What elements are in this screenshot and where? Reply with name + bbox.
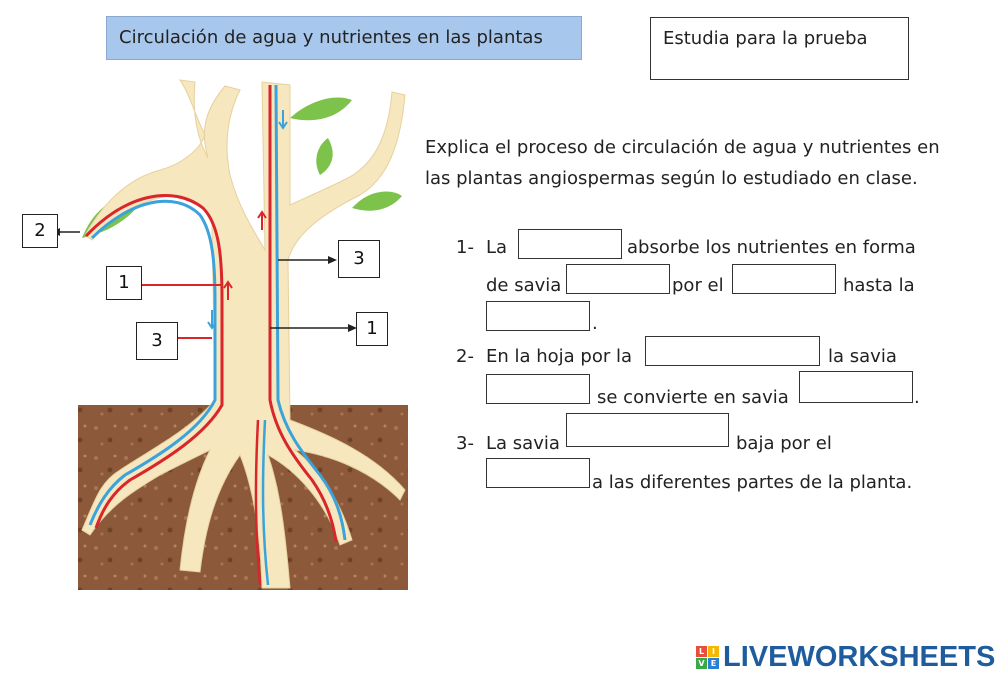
leaf-right-2 <box>352 191 402 211</box>
q1-blank-1[interactable] <box>518 229 622 259</box>
q1-blank-4[interactable] <box>486 301 590 331</box>
q1-text-2: absorbe los nutrientes en forma <box>627 237 916 258</box>
phloem-center <box>268 85 338 543</box>
q2-blank-1[interactable] <box>645 336 820 366</box>
worksheet-title: Circulación de agua y nutrientes en las … <box>106 16 582 60</box>
brand-name: LIVEWORKSHEETS <box>723 640 996 673</box>
q1-number: 1- <box>456 237 474 258</box>
diagram-label-3-right: 3 <box>338 240 380 278</box>
q3-text-3: a las diferentes partes de la planta. <box>592 472 913 493</box>
xylem-left <box>88 199 217 526</box>
q3-number: 3- <box>456 433 474 454</box>
logo-icon: L I V E <box>696 645 719 669</box>
q1-text-6: . <box>592 313 598 334</box>
q2-text-3: se convierte en savia <box>597 387 789 408</box>
flow-arrow <box>223 280 233 300</box>
pointer-arrowhead <box>328 256 337 264</box>
diagram-label-1-left: 1 <box>106 266 142 300</box>
phloem-left <box>84 194 224 529</box>
q2-text-4: . <box>914 387 920 408</box>
diagram-label-3-left: 3 <box>136 322 178 360</box>
instructions-text: Explica el proceso de circulación de agu… <box>425 137 940 189</box>
q2-blank-2[interactable] <box>486 374 590 404</box>
xylem-root <box>261 419 270 586</box>
xylem-center <box>274 84 347 541</box>
diagram-label-1-right: 1 <box>356 312 388 346</box>
q3-text-1: La savia <box>486 433 560 454</box>
leaf-right-1 <box>316 138 333 175</box>
q3-text-2: baja por el <box>736 433 832 454</box>
q1-text-3: de savia <box>486 275 562 296</box>
q1-text-1: La <box>486 237 508 258</box>
plant-stem-diagram <box>52 79 408 590</box>
q1-blank-2[interactable] <box>566 264 670 294</box>
diagram-label-2: 2 <box>22 214 58 248</box>
flow-arrow <box>278 110 288 130</box>
q1-text-4: por el <box>672 275 724 296</box>
q2-blank-3[interactable] <box>799 371 913 403</box>
pointer-arrowhead <box>348 324 357 332</box>
q1-blank-3[interactable] <box>732 264 836 294</box>
liveworksheets-logo[interactable]: L I V E LIVEWORKSHEETS <box>696 641 995 673</box>
q3-blank-1[interactable] <box>566 413 729 447</box>
q3-blank-2[interactable] <box>486 458 590 488</box>
flow-arrow <box>257 210 267 230</box>
q1-text-5: hasta la <box>843 275 915 296</box>
leaf-top <box>290 97 352 121</box>
q2-text-2: la savia <box>828 346 897 367</box>
q2-text-1: En la hoja por la <box>486 346 633 367</box>
study-note: Estudia para la prueba <box>650 17 909 80</box>
q2-number: 2- <box>456 346 474 367</box>
phloem-root <box>254 419 262 586</box>
flow-arrow <box>207 310 217 330</box>
